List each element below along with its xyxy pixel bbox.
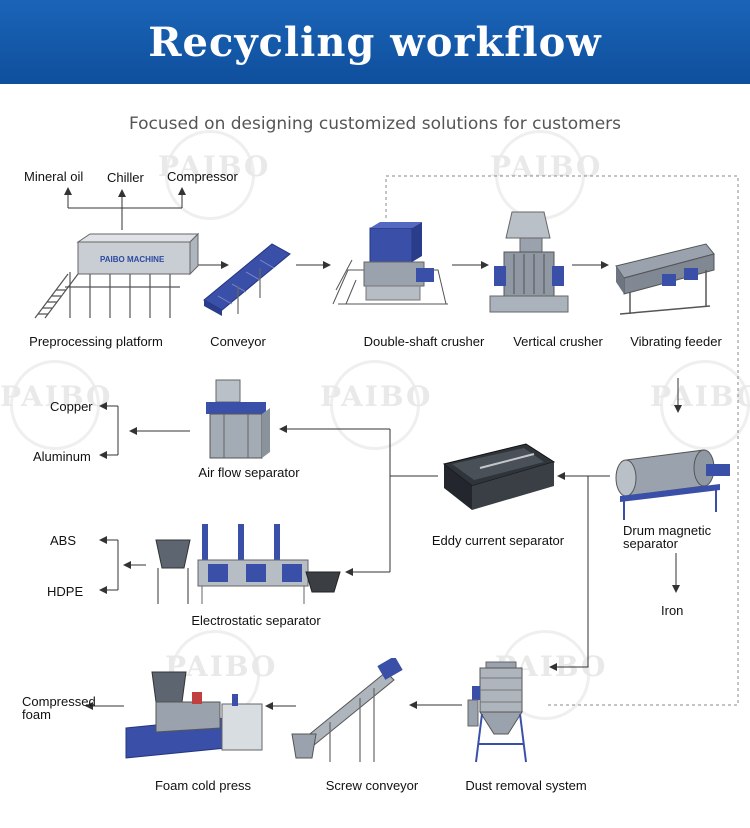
page-title: Recycling workflow <box>148 18 602 66</box>
output-hdpe: HDPE <box>47 584 84 599</box>
flow-arrow <box>549 476 589 671</box>
vibrating-feeder-machine <box>615 243 715 315</box>
foam-cold-press-machine <box>125 671 263 759</box>
input-compressor: Compressor <box>167 169 238 184</box>
output-iron: Iron <box>661 603 684 618</box>
preprocessing-platform-machine: PAIBO MACHINE <box>34 232 200 319</box>
stage-electrostatic-separator: Electrostatic separator <box>191 613 321 628</box>
output-aluminum: Aluminum <box>33 449 91 464</box>
stage-double-shaft-crusher: Double-shaft crusher <box>363 334 485 349</box>
conveyor-machine <box>203 243 291 316</box>
brand-logo-text: PAIBO MACHINE <box>100 255 165 264</box>
input-mineral-oil: Mineral oil <box>24 169 84 184</box>
dust-return-dashed-line <box>385 175 739 706</box>
subtitle: Focused on designing customized solution… <box>128 114 622 134</box>
stage-preprocessing-platform: Preprocessing platform <box>29 334 163 349</box>
drum-magnetic-separator-machine <box>615 449 730 520</box>
stage-conveyor: Conveyor <box>210 334 266 349</box>
stage-eddy-current-separator: Eddy current separator <box>431 533 565 548</box>
output-compressed-foam: Compressed foam <box>22 694 96 722</box>
stage-vertical-crusher: Vertical crusher <box>513 334 603 349</box>
stage-foam-cold-press: Foam cold press <box>154 778 252 793</box>
stage-dust-removal-system: Dust removal system <box>465 778 587 793</box>
air-flow-separator-machine <box>206 379 270 459</box>
electrostatic-separator-machine <box>155 524 341 604</box>
double-shaft-crusher-machine <box>332 222 448 305</box>
input-chiller: Chiller <box>107 170 144 185</box>
dust-removal-system-machine <box>467 661 527 763</box>
eddy-current-separator-machine <box>442 443 556 510</box>
output-copper: Copper <box>50 399 93 414</box>
stage-vibrating-feeder: Vibrating feeder <box>630 334 722 349</box>
header-banner: Recycling workflow <box>0 0 750 84</box>
output-abs: ABS <box>50 533 77 548</box>
stage-drum-magnetic-separator: Drum magnetic separator <box>623 523 712 551</box>
stage-screw-conveyor: Screw conveyor <box>325 778 419 793</box>
stage-air-flow-separator: Air flow separator <box>198 465 300 480</box>
screw-conveyor-machine <box>291 658 403 762</box>
vertical-crusher-machine <box>489 211 569 313</box>
